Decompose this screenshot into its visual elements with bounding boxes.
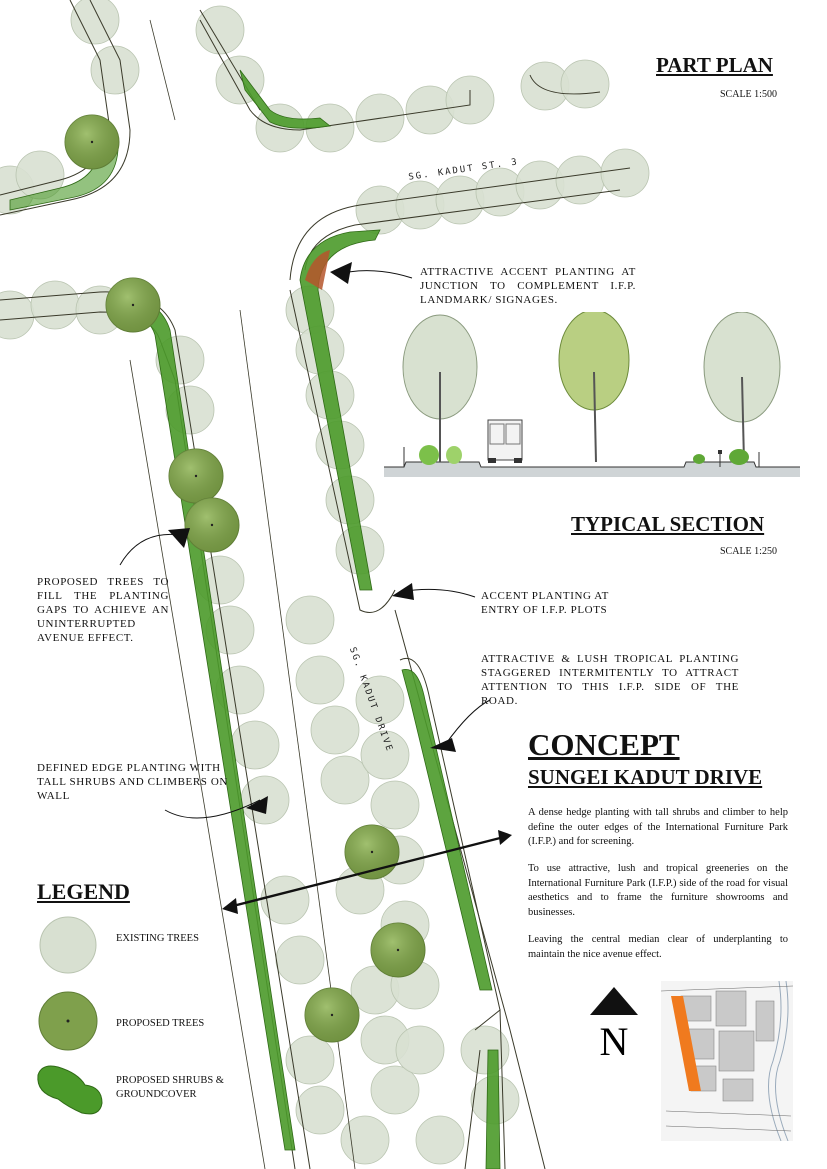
concept-paragraph-2: To use attractive, lush and tropical gre… bbox=[528, 863, 788, 918]
legend-symbols bbox=[37, 916, 103, 1115]
typical-section-title: TYPICAL SECTION bbox=[571, 512, 765, 536]
note-edge: DEFINED EDGE PLANTING WITH TALL SHRUBS A… bbox=[37, 762, 228, 802]
north-arrow: N bbox=[590, 987, 638, 1060]
accent-planting bbox=[305, 250, 330, 290]
concept-paragraph-3: Leaving the central median clear of unde… bbox=[528, 934, 788, 960]
section-ground bbox=[384, 447, 800, 477]
note-junction: ATTRACTIVE ACCENT PLANTING AT JUNCTION T… bbox=[420, 266, 636, 306]
section-cut-line bbox=[222, 830, 512, 914]
note-proposed-trees: PROPOSED TREES TO FILL THE PLANTING GAPS… bbox=[37, 576, 169, 644]
legend-title: LEGEND bbox=[37, 879, 130, 904]
typical-section-drawing bbox=[384, 312, 800, 477]
typical-section-scale: SCALE 1:250 bbox=[720, 546, 777, 557]
section-lamp bbox=[718, 450, 722, 467]
part-plan-title: PART PLAN bbox=[656, 53, 773, 77]
north-arrow-head bbox=[590, 987, 638, 1015]
key-map bbox=[661, 981, 793, 1141]
leader-arrows bbox=[168, 262, 456, 814]
concept-title: CONCEPT bbox=[528, 727, 680, 762]
note-tropical: ATTRACTIVE & LUSH TROPICAL PLANTING STAG… bbox=[481, 653, 739, 707]
north-letter: N bbox=[600, 1019, 629, 1060]
legend-label-existing-trees: EXISTING TREES bbox=[116, 933, 199, 944]
key-map-highlight bbox=[671, 996, 701, 1091]
section-trees bbox=[402, 312, 781, 463]
legend-label-shrubs: PROPOSED SHRUBS & GROUNDCOVER bbox=[116, 1075, 224, 1100]
shrub-symbol bbox=[37, 1065, 103, 1115]
existing-tree-symbol bbox=[39, 916, 97, 974]
section-truck bbox=[487, 419, 523, 463]
shrub-planting bbox=[9, 69, 501, 1169]
concept-paragraph-1: A dense hedge planting with tall shrubs … bbox=[528, 807, 788, 847]
concept-subtitle: SUNGEI KADUT DRIVE bbox=[528, 765, 763, 789]
note-entry: ACCENT PLANTING AT ENTRY OF I.F.P. PLOTS bbox=[481, 590, 609, 616]
part-plan-scale: SCALE 1:500 bbox=[720, 89, 777, 100]
legend-label-proposed-trees: PROPOSED TREES bbox=[116, 1018, 205, 1029]
section-shrubs bbox=[419, 445, 749, 465]
